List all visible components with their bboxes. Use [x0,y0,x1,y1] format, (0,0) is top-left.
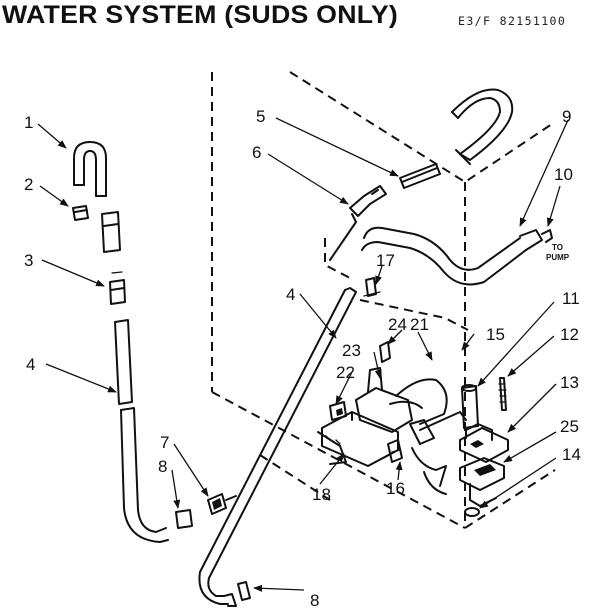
callout-16: 16 [386,479,405,498]
part-2-cap [72,205,89,221]
part-13-bracket [459,423,509,463]
callout-21: 21 [410,315,429,334]
callout-24: 24 [388,315,407,334]
callout-5: 5 [256,107,265,126]
callout-13: 13 [560,373,579,392]
callout-2: 2 [24,175,33,194]
valve-assembly [321,341,467,467]
diagram-title: WATER SYSTEM (SUDS ONLY) [2,1,399,29]
part-9-pump-hose [361,226,553,286]
callout-8-bottom: 8 [310,591,319,608]
hose-segment-upper [101,211,121,253]
callout-9: 9 [562,107,571,126]
callout-11: 11 [562,289,580,308]
callout-25: 25 [560,417,579,436]
callout-8-left: 8 [158,457,167,476]
leader-lines [37,117,569,592]
part-11-pin [461,384,479,429]
callout-7: 7 [160,433,169,452]
callout-23: 23 [342,341,361,360]
callout-14: 14 [562,445,581,464]
callout-4-left: 4 [26,355,35,374]
callout-12: 12 [560,325,579,344]
part-25-clip [459,457,505,507]
cabinet-outline [211,71,556,529]
part-3-coupling [109,271,126,305]
part-12-screw [498,377,507,411]
callout-22: 22 [336,363,355,382]
part-4-hose-left [114,319,169,543]
part-8-clamp-left [175,509,193,529]
part-1-hose-elbow [73,141,107,197]
part-16-elbow [411,447,447,495]
part-6-hose-connector [329,185,387,261]
callout-1: 1 [24,113,33,132]
callout-3: 3 [24,251,33,270]
to-pump-label-line2: PUMP [546,253,570,262]
part-14-washer [464,507,480,517]
part-5-hose-short [399,163,441,189]
part-4-hose-diagonal [198,287,357,607]
callout-4-center: 4 [286,285,295,304]
fill-hose-top [451,88,514,165]
reference-number: E3/F 82151100 [458,14,567,28]
callout-labels: 1 2 3 4 5 6 9 10 TO PUMP 17 4 11 24 21 1… [24,107,581,608]
to-pump-label-line1: TO [552,243,563,252]
callout-17: 17 [376,251,395,270]
callout-18: 18 [312,485,331,504]
part-7-fitting [207,493,237,515]
part-17-clamp [363,277,381,297]
callout-6: 6 [252,143,261,162]
callout-10: 10 [554,165,573,184]
callout-15: 15 [486,325,505,344]
